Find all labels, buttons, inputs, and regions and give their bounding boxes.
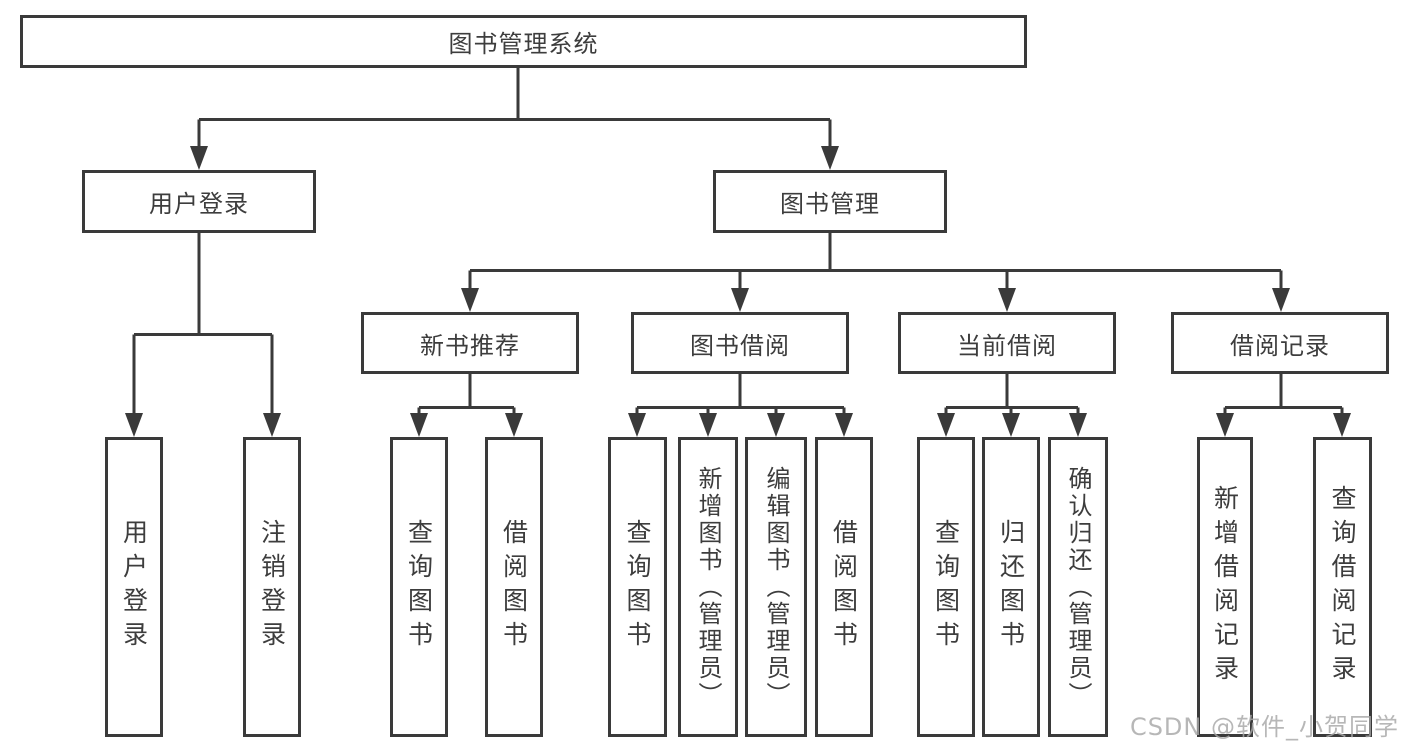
leaf-add-borrow-record: 新增借阅记录 [1197,437,1253,737]
leaf-search-borrow-record: 查询借阅记录 [1313,437,1372,737]
leaf-borrow-books-label: 借阅图书 [829,519,859,655]
node-book-management-label: 图书管理 [780,190,880,218]
node-book-borrowing-label: 图书借阅 [690,331,790,360]
leaf-logout: 注销登录 [243,437,301,737]
leaf-add-book-admin-label: 新增图书（管理员） [694,465,722,709]
csdn-watermark: CSDN @软件_小贺同学 [1129,713,1399,741]
leaf-search-books-current: 查询图书 [917,437,975,737]
leaf-edit-book-admin: 编辑图书（管理员） [745,437,807,737]
leaf-add-borrow-record-label: 新增借阅记录 [1210,485,1240,689]
leaf-borrow-books-recommend: 借阅图书 [485,437,543,737]
leaf-confirm-return-admin-label: 确认归还（管理员） [1064,465,1092,709]
node-new-book-recommend: 新书推荐 [361,312,579,374]
leaf-search-books-recommend: 查询图书 [390,437,448,737]
leaf-borrow-books: 借阅图书 [815,437,873,737]
node-current-borrowing: 当前借阅 [898,312,1116,374]
connector-user-login [134,233,272,336]
node-current-borrowing-label: 当前借阅 [957,331,1057,360]
connector-book-management [470,233,1281,272]
connector-book-borrowing [637,374,844,409]
leaf-add-book-admin: 新增图书（管理员） [678,437,738,737]
node-book-borrowing: 图书借阅 [631,312,849,374]
leaf-return-books: 归还图书 [982,437,1040,737]
leaf-return-books-label: 归还图书 [996,519,1026,655]
node-user-login: 用户登录 [82,170,316,233]
node-user-login-label: 用户登录 [149,190,249,218]
leaf-search-books-recommend-label: 查询图书 [404,519,434,655]
node-borrowing-records-label: 借阅记录 [1230,331,1330,360]
leaf-search-borrow-record-label: 查询借阅记录 [1328,485,1357,689]
leaf-user-login: 用户登录 [105,437,163,737]
node-library-system-label: 图书管理系统 [448,30,599,58]
connector-borrowing-records [1225,374,1342,409]
connector-root [199,68,830,121]
node-new-book-recommend-label: 新书推荐 [420,331,520,360]
leaf-edit-book-admin-label: 编辑图书（管理员） [762,465,790,709]
leaf-user-login-label: 用户登录 [119,519,149,655]
leaf-confirm-return-admin: 确认归还（管理员） [1048,437,1108,737]
node-library-system: 图书管理系统 [20,15,1027,68]
leaf-search-books-borrowing: 查询图书 [608,437,667,737]
node-borrowing-records: 借阅记录 [1171,312,1389,374]
connector-current-borrowing [946,374,1078,409]
node-book-management: 图书管理 [713,170,947,233]
leaf-search-books-borrowing-label: 查询图书 [623,519,652,655]
leaf-borrow-books-recommend-label: 借阅图书 [499,519,529,655]
connector-new-book-recommend [419,374,514,409]
leaf-search-books-current-label: 查询图书 [931,519,961,655]
leaf-logout-label: 注销登录 [257,519,287,655]
